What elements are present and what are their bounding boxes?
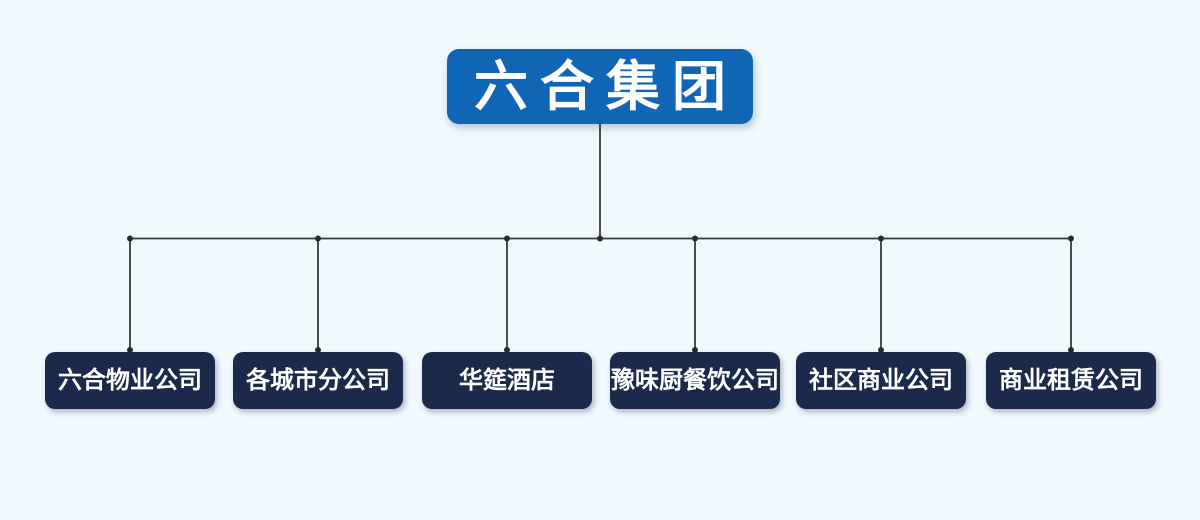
org-node-child-label: 商业租赁公司 <box>999 366 1143 394</box>
org-node-child-label: 豫味厨餐饮公司 <box>611 366 779 394</box>
org-node-child-2[interactable]: 各城市分公司 <box>233 352 403 409</box>
org-node-child-3[interactable]: 华筵酒店 <box>422 352 592 409</box>
org-node-child-4[interactable]: 豫味厨餐饮公司 <box>610 352 780 409</box>
org-node-root[interactable]: 六合集团 <box>447 49 753 124</box>
org-node-child-6[interactable]: 商业租赁公司 <box>986 352 1156 409</box>
org-node-child-label: 各城市分公司 <box>246 366 390 394</box>
org-node-root-label: 六合集团 <box>474 56 738 117</box>
org-node-child-5[interactable]: 社区商业公司 <box>796 352 966 409</box>
org-node-child-label: 华筵酒店 <box>459 366 555 394</box>
org-node-child-1[interactable]: 六合物业公司 <box>45 352 215 409</box>
org-node-child-label: 社区商业公司 <box>809 366 953 394</box>
org-node-child-label: 六合物业公司 <box>58 366 202 394</box>
